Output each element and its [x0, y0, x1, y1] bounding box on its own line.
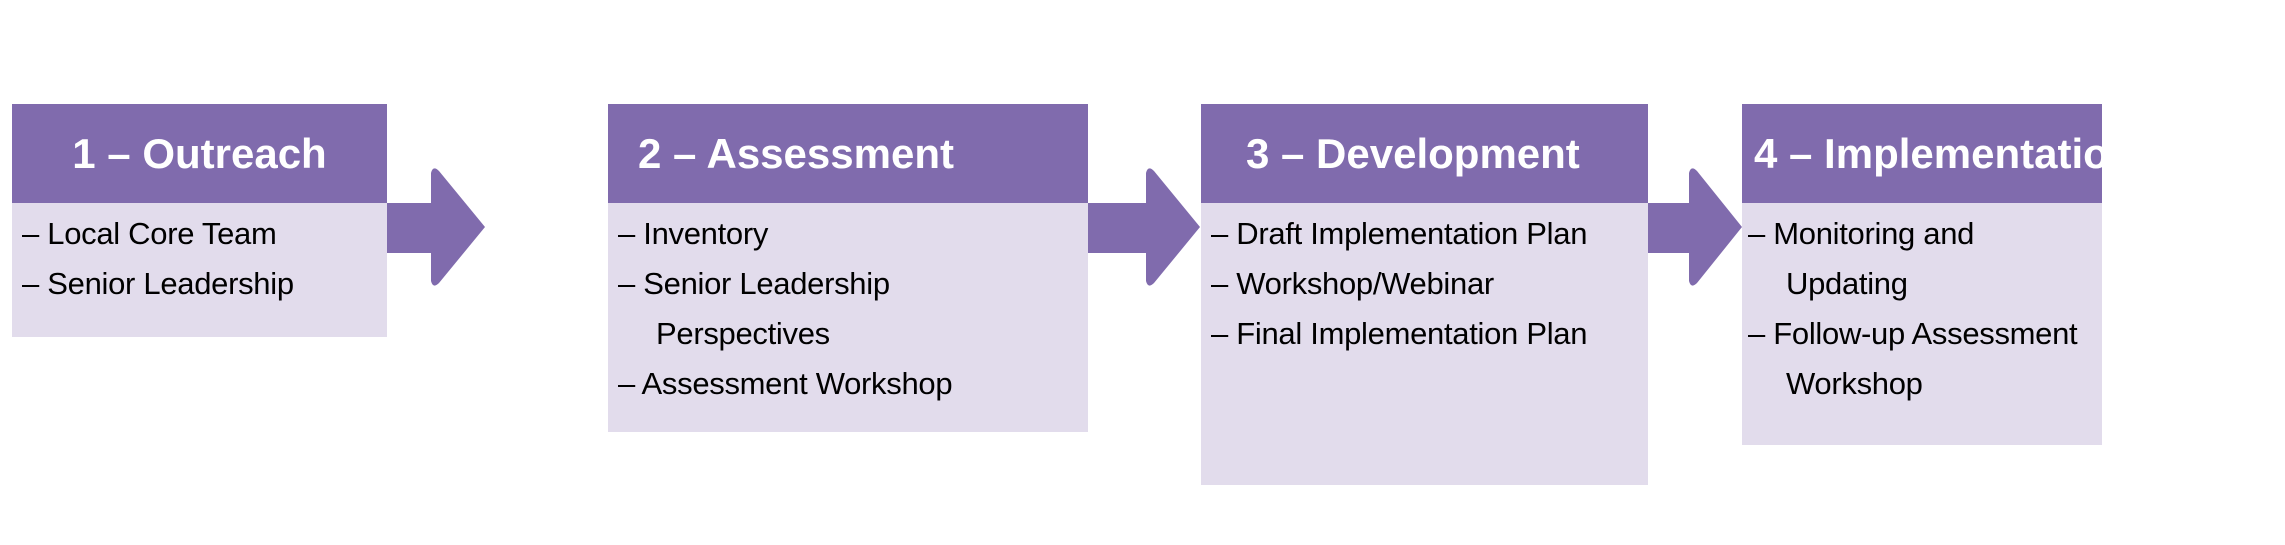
arrow-right-icon [1648, 168, 1742, 286]
stage-implementation: 4 – Implementation – Monitoring and Upda… [1742, 104, 2134, 445]
list-item: – Final Implementation Plan [1211, 316, 1588, 351]
list-item: – Workshop/Webinar [1211, 266, 1494, 301]
stage-body: – Inventory – Senior Leadership Perspect… [608, 203, 1088, 432]
list-item: – Local Core Team [22, 216, 277, 251]
arrow-right-icon [387, 168, 485, 286]
stage-title: 2 – Assessment [608, 104, 1088, 203]
list-item: – Senior Leadership Perspectives [618, 266, 890, 351]
list-item: – Follow-up Assessment Workshop [1748, 316, 2078, 401]
list-item: – Senior Leadership [22, 266, 294, 301]
list-item: – Assessment Workshop [618, 366, 953, 401]
stage-body: – Draft Implementation Plan – Workshop/W… [1201, 203, 1648, 485]
stage-development: 3 – Development – Draft Implementation P… [1201, 104, 1648, 485]
stage-title: 1 – Outreach [12, 104, 387, 203]
list-item: – Draft Implementation Plan [1211, 216, 1588, 251]
stage-title: 3 – Development [1201, 104, 1648, 203]
list-item: – Monitoring and Updating [1748, 216, 1975, 301]
stage-outreach: 1 – Outreach – Local Core Team – Senior … [12, 104, 387, 337]
list-item: – Inventory [618, 216, 769, 251]
stage-title: 4 – Implementation [1742, 104, 2134, 203]
stage-body: – Monitoring and Updating – Follow-up As… [1742, 203, 2102, 445]
stage-body: – Local Core Team – Senior Leadership [12, 203, 387, 337]
stage-assessment: 2 – Assessment – Inventory – Senior Lead… [608, 104, 1088, 432]
arrow-right-icon [1088, 168, 1200, 286]
